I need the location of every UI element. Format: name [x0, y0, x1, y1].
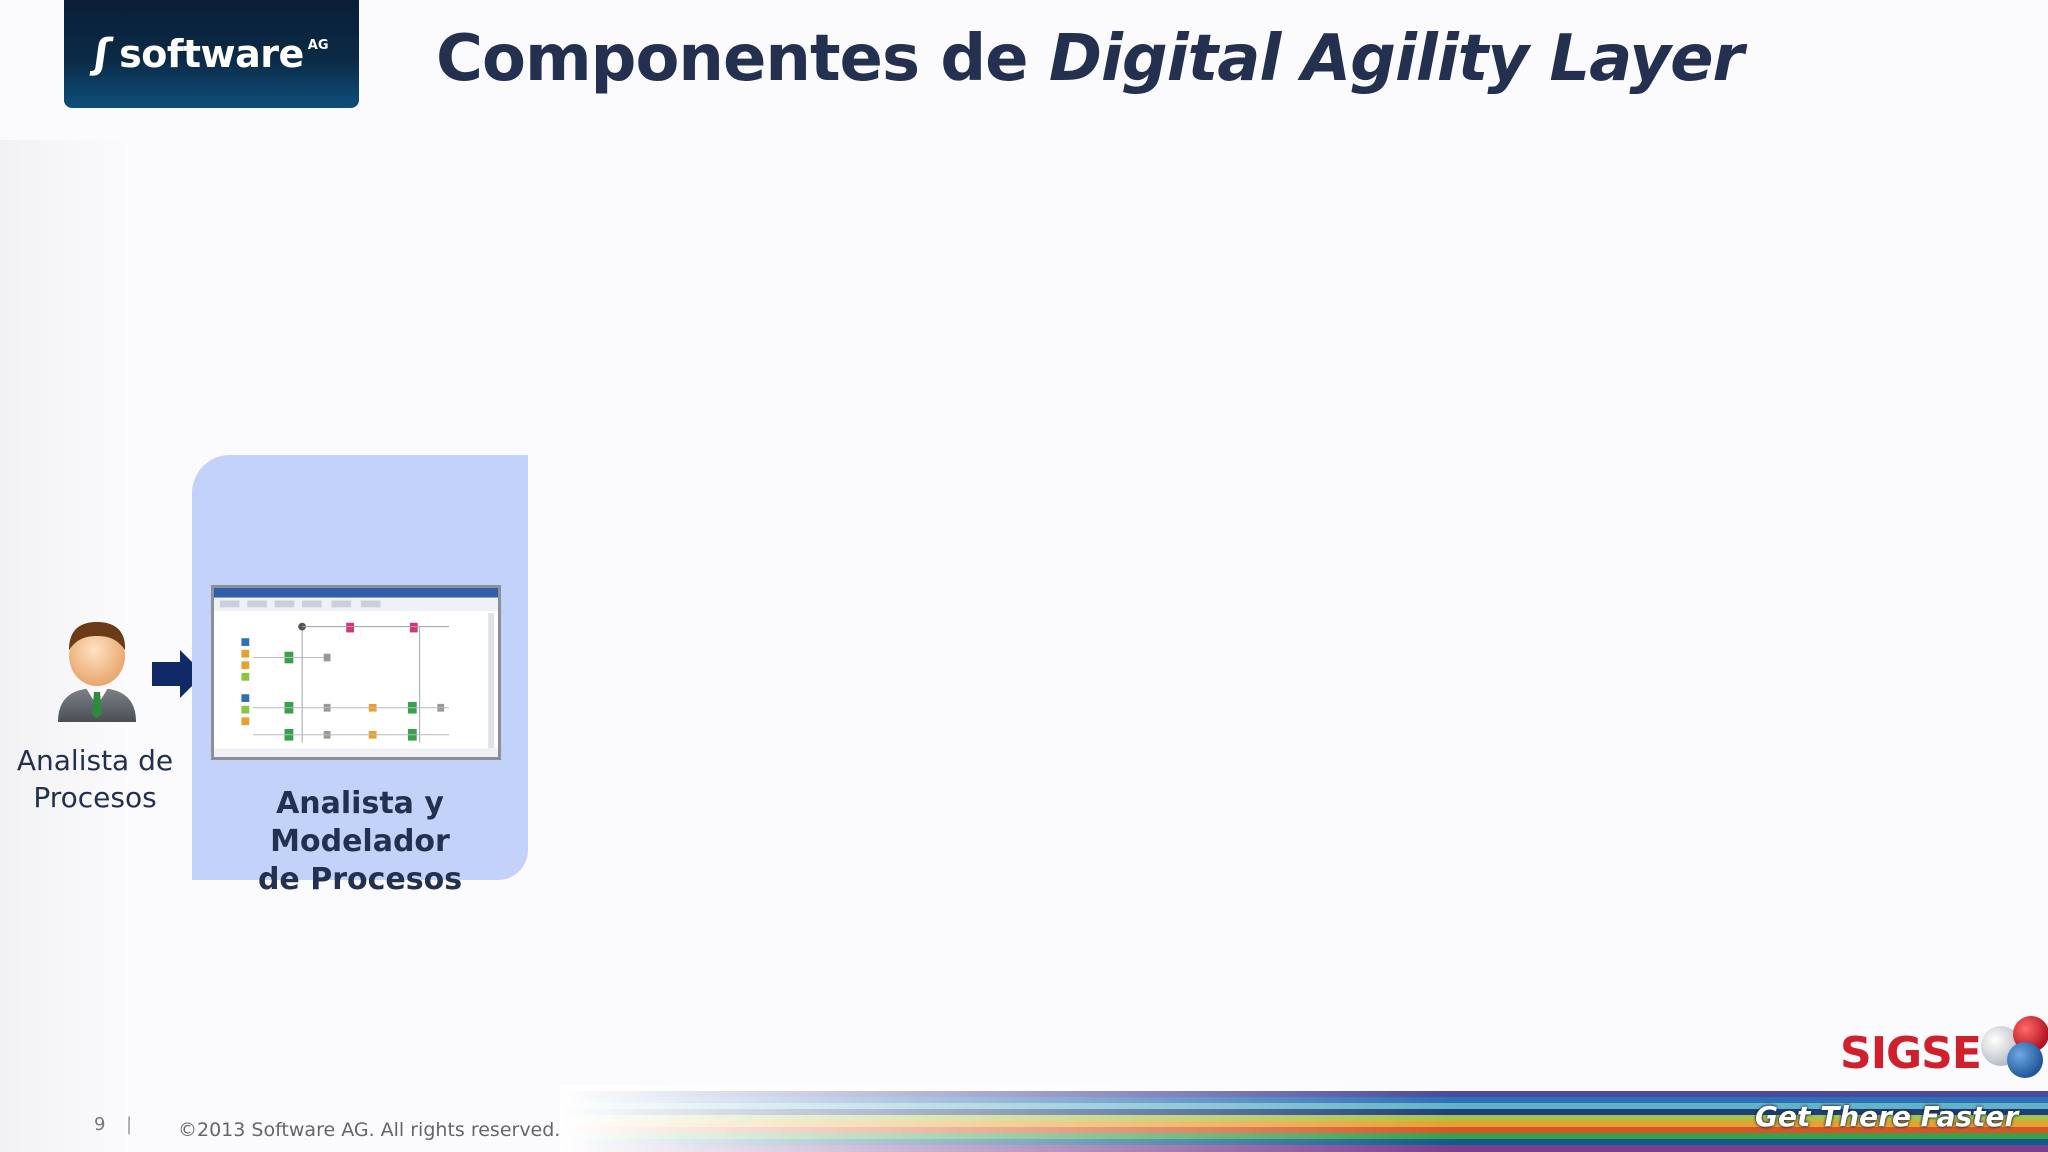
page-title: Componentes de Digital Agility Layer — [436, 22, 1744, 96]
logo-suffix: AG — [307, 38, 329, 53]
person-icon — [58, 622, 136, 722]
process-model-screenshot — [211, 585, 501, 760]
page-number: 9 — [94, 1114, 106, 1135]
title-italic: Digital Agility Layer — [1048, 22, 1744, 96]
actor-label-line-2: Procesos — [33, 781, 157, 814]
sigse-logo: SIGSE — [1840, 1016, 2048, 1084]
panel-label-line-2: de Procesos — [257, 862, 463, 897]
logo-word: software — [119, 32, 304, 76]
footer-separator: | — [126, 1114, 133, 1135]
software-ag-mark-icon: ʃ — [91, 31, 115, 77]
process-modeler-panel: Analista y Modelador de Procesos — [192, 455, 528, 897]
actor-label: Analista de Procesos — [0, 742, 190, 816]
panel-label: Analista y Modelador de Procesos — [192, 785, 528, 899]
footer-color-stripes — [560, 1085, 2048, 1152]
sigse-wordmark: SIGSE — [1840, 1027, 1982, 1079]
software-ag-logo: ʃ software AG — [64, 0, 359, 108]
tagline: Get There Faster — [1755, 1100, 2019, 1133]
copyright: ©2013 Software AG. All rights reserved. — [178, 1119, 561, 1141]
actor-label-line-1: Analista de — [16, 744, 174, 777]
panel-label-line-1: Analista y Modelador — [270, 786, 450, 859]
title-plain: Componentes de — [436, 22, 1049, 96]
sigse-spheres-icon — [1980, 1016, 2048, 1078]
arrow-right-icon — [152, 650, 204, 698]
